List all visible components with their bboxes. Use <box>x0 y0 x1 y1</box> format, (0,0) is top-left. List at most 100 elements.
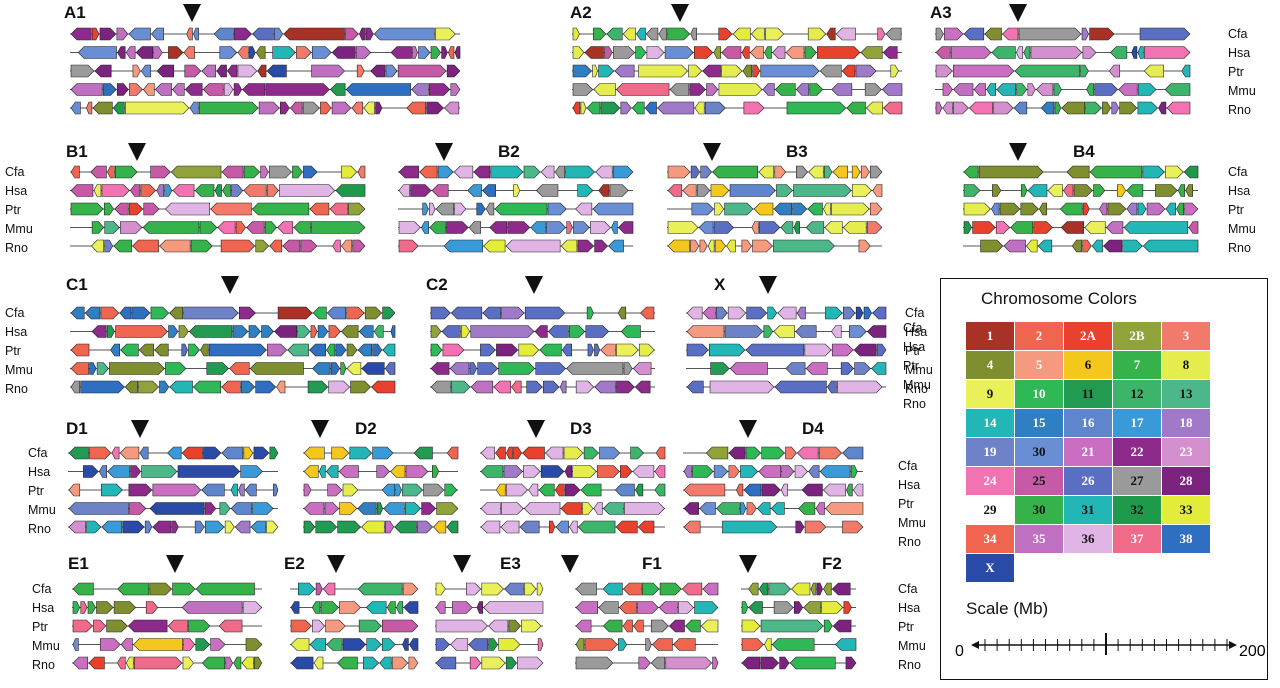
gene-block <box>560 502 582 515</box>
gene-block <box>1020 184 1028 197</box>
gene-block <box>831 325 842 338</box>
gene-block <box>560 239 578 253</box>
gene-block <box>202 83 224 96</box>
gene-block <box>469 362 478 375</box>
gene-block <box>140 184 157 197</box>
gene-block <box>120 221 143 234</box>
gene-block <box>86 520 102 534</box>
gene-block <box>70 184 94 197</box>
gene-block <box>296 46 312 59</box>
gene-block <box>748 582 759 596</box>
gene-block <box>311 64 346 78</box>
gene-block <box>594 380 616 394</box>
gene-block <box>70 202 104 216</box>
gene-block <box>290 656 314 670</box>
gene-block <box>269 239 283 253</box>
legend-chromosome-26: 25 <box>1015 467 1063 495</box>
gene-block <box>1126 202 1138 216</box>
gene-block <box>255 46 266 59</box>
gene-block <box>714 239 727 253</box>
gene-block <box>785 362 806 375</box>
gene-block <box>1139 27 1191 41</box>
gene-block <box>796 306 806 320</box>
gene-block <box>93 184 102 197</box>
gene-block <box>745 343 805 357</box>
gene-block <box>370 64 386 78</box>
gene-block <box>1093 184 1106 197</box>
gene-block <box>1137 83 1157 96</box>
gene-block <box>481 656 506 670</box>
gene-block <box>1108 64 1121 78</box>
gene-block <box>507 221 531 234</box>
gene-block <box>381 483 396 497</box>
gene-block <box>193 27 199 41</box>
gene-block <box>702 64 721 78</box>
gene-block <box>501 306 525 320</box>
gene-block <box>254 656 263 670</box>
gene-block <box>357 343 372 357</box>
gene-block <box>563 446 584 460</box>
gene-block <box>480 446 495 460</box>
gene-block <box>504 582 524 596</box>
gene-block <box>303 520 316 534</box>
gene-block <box>430 343 443 357</box>
gene-block <box>837 380 883 394</box>
gene-block <box>116 83 129 96</box>
gene-block <box>1166 101 1191 115</box>
gene-block <box>133 656 183 670</box>
gene-block <box>381 638 396 651</box>
gene-block <box>978 165 1044 179</box>
panel-label-E1: E1 <box>68 554 89 573</box>
gene-block <box>642 582 660 596</box>
gene-block <box>602 502 624 515</box>
gene-block <box>640 306 655 320</box>
gene-block <box>594 343 600 357</box>
species-label: Cfa <box>1228 165 1248 179</box>
gene-block <box>409 638 419 651</box>
gene-block <box>348 202 366 216</box>
gene-block <box>805 221 825 234</box>
gene-block <box>311 601 321 614</box>
gene-block <box>145 601 159 614</box>
gene-block <box>716 502 740 515</box>
gene-block <box>404 502 422 515</box>
gene-block <box>168 46 184 59</box>
gene-block <box>1158 101 1167 115</box>
gene-block <box>485 202 495 216</box>
gene-block <box>622 27 636 41</box>
gene-block <box>726 239 736 253</box>
gene-block <box>352 239 366 253</box>
gene-block <box>371 380 396 394</box>
gene-block <box>130 184 141 197</box>
gene-block <box>70 306 85 320</box>
species-label: Cfa <box>28 446 48 460</box>
gene-block <box>143 83 155 96</box>
gene-block <box>741 656 761 670</box>
gene-block <box>122 520 145 534</box>
gene-block <box>190 239 213 253</box>
gene-block <box>686 325 725 338</box>
gene-block <box>435 601 446 614</box>
legend-chromosome-33: 32 <box>1113 496 1161 524</box>
gene-block <box>213 27 234 41</box>
gene-block <box>704 101 726 115</box>
gene-block <box>586 306 594 320</box>
gene-block <box>119 446 140 460</box>
gene-block <box>419 165 438 179</box>
gene-block <box>241 656 254 670</box>
gene-block <box>835 638 857 651</box>
gene-block <box>832 619 852 633</box>
gene-block <box>282 239 301 253</box>
gene-block <box>523 502 561 515</box>
breakpoint-marker <box>128 143 146 161</box>
gene-block <box>877 27 886 41</box>
gene-block <box>210 638 226 651</box>
species-label: Mmu <box>905 363 933 377</box>
gene-block <box>883 101 903 115</box>
species-label: Hsa <box>32 601 54 615</box>
legend-chromosome-3: 2B <box>1113 322 1161 350</box>
gene-block <box>217 221 236 234</box>
gene-block <box>331 446 350 460</box>
